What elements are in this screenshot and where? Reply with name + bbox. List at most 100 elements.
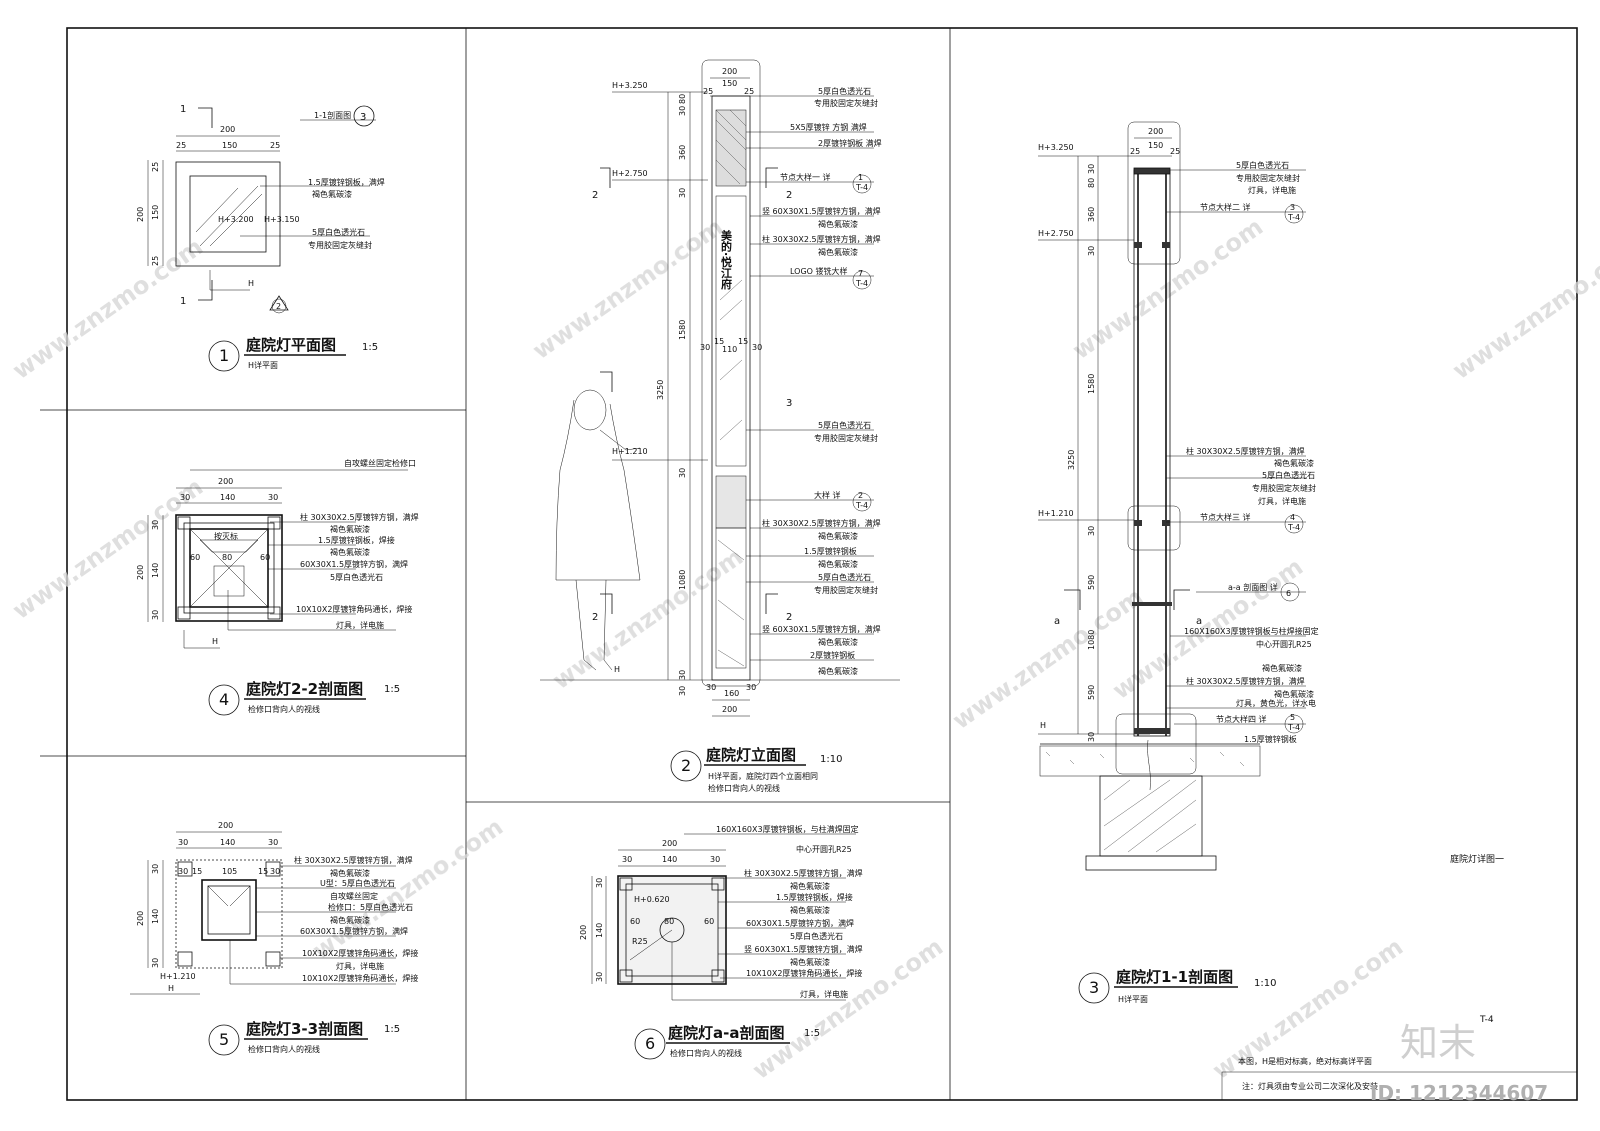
level: H+1.210 [612, 447, 648, 456]
dim: 1080 [1087, 630, 1096, 650]
h-mark: H [212, 637, 218, 646]
callout-stack: 5厚白色透光石 专用胶固定灰缝封 5X5厚镀锌 方钢 满焊 2厚镀锌钢板 满焊 … [746, 86, 882, 676]
callout: 5厚白色透光石 [818, 420, 871, 430]
section-1-1: 200 150 25 25 H+3.250 H+2.750 H+1.210 H … [1038, 121, 1319, 1004]
callout: 1.5厚镀锌钢板，满焊 [308, 177, 385, 187]
callout: 灯具，黄色光，详水电 [1236, 698, 1316, 708]
dim: 200 [218, 821, 233, 830]
inner-label: 按灭标 [214, 531, 238, 541]
ref-num: T-4 [855, 183, 868, 192]
callout: 10X10X2厚镀锌角码通长，焊接 [746, 968, 862, 978]
callout: 60X30X1.5厚镀锌方钢，满焊 [746, 918, 854, 928]
callout: 褐色氟碳漆 [818, 247, 858, 257]
dim: 30 [180, 493, 190, 502]
callout-stack: 5厚白色透光石 专用胶固定灰缝封 灯具，详电施 节点大样二 详 3 T-4 柱 … [1166, 160, 1319, 744]
dim: 200 [136, 911, 145, 926]
callout: 柱 30X30X2.5厚镀锌方钢，满焊 [1186, 446, 1305, 456]
dim: 30 [746, 683, 756, 692]
dim: 15 [258, 867, 268, 876]
ref-num: T-4 [1287, 213, 1300, 222]
subtitle: H详平面 [1118, 994, 1148, 1004]
title-num: 6 [645, 1034, 655, 1053]
dim: 30 [151, 864, 160, 874]
dim: 15 [714, 337, 724, 346]
level: H+3.200 [218, 215, 254, 224]
id-label: ID: 1212344607 [1370, 1081, 1548, 1105]
callout: 5厚白色透光石 [790, 931, 843, 941]
callout: 中心开圆孔R25 [796, 844, 852, 854]
callout: 节点大样二 详 [1200, 202, 1251, 212]
callout: U型：5厚白色透光石 [320, 878, 395, 888]
dim: 30 [178, 838, 188, 847]
callout: 专用胶固定灰缝封 [814, 98, 878, 108]
callout: 5厚白色透光石 [1236, 160, 1289, 170]
subtitle: 检修口背向人的视线 [248, 704, 320, 714]
callout-stack: 柱 30X30X2.5厚镀锌方钢，满焊 褐色氟碳漆 U型：5厚白色透光石 自攻螺… [229, 855, 418, 985]
dim: 160 [724, 689, 739, 698]
elevation-view: 200 150 25 25 H+3.250 H+2.750 H+1.210 H … [540, 59, 900, 793]
watermark: www.znzmo.com [1067, 213, 1268, 365]
callout-stack: 柱 30X30X2.5厚镀锌方钢，满焊 褐色氟碳漆 1.5厚镀锌钢板，焊接 褐色… [227, 512, 419, 631]
watermark: www.znzmo.com [307, 813, 508, 965]
dim: 200 [722, 67, 737, 76]
plan-view: 1 1 1-1剖面图 3 200 25 150 25 200 25 150 25… [136, 104, 385, 372]
scale: 1:10 [820, 754, 842, 765]
dim: 200 [220, 125, 235, 134]
level: H+0.620 [634, 895, 670, 904]
dim: 150 [722, 79, 737, 88]
dim: 200 [722, 705, 737, 714]
cut-mark: a [1054, 616, 1060, 627]
dim: 80 [678, 94, 687, 104]
callout: 检修口：5厚白色透光石 [328, 902, 413, 912]
dim: 30 [710, 855, 720, 864]
watermark: www.znzmo.com [527, 213, 728, 365]
dim: 30 [268, 493, 278, 502]
callout-stack: 柱 30X30X2.5厚镀锌方钢，满焊 褐色氟碳漆 1.5厚镀锌钢板，焊接 褐色… [671, 868, 863, 1001]
dim: 60 [630, 917, 640, 926]
dim: 30 [700, 343, 710, 352]
dim: 30 [270, 867, 280, 876]
cut-mark: 2 [592, 190, 598, 201]
cut-mark: 2 [786, 612, 792, 623]
callout: 灯具，详电施 [1248, 185, 1296, 195]
dim: 200 [662, 839, 677, 848]
human-figure [555, 389, 641, 671]
section-title: 庭院灯2-2剖面图 [246, 680, 363, 698]
plan-inner [189, 175, 267, 253]
subtitle: 检修口背向人的视线 [708, 783, 780, 793]
dim: 360 [1087, 207, 1096, 222]
callout: 灯具，详电施 [1258, 496, 1306, 506]
dim: 80 [664, 917, 674, 926]
callout: 专用胶固定灰缝封 [1236, 173, 1300, 183]
callout: 大样 详 [814, 490, 841, 500]
note: 注：灯具须由专业公司二次深化及安装 [1242, 1081, 1378, 1091]
callout: 褐色氟碳漆 [818, 637, 858, 647]
dim: 150 [222, 141, 237, 150]
callout: 10X10X2厚镀锌角码通长，焊接 [302, 973, 418, 983]
dim: 30 [1087, 526, 1096, 536]
callout: 竖 60X30X1.5厚镀锌方钢，满焊 [744, 944, 863, 954]
dim: 25 [744, 87, 754, 96]
dim: 200 [136, 207, 145, 222]
dim: 25 [1170, 147, 1180, 156]
watermark: www.znzmo.com [7, 233, 208, 385]
subtitle: H详平面 [248, 360, 278, 370]
callout: 褐色氟碳漆 [790, 881, 830, 891]
callout: 中心开圆孔R25 [1256, 639, 1312, 649]
dim: 25 [176, 141, 186, 150]
dim: 25 [151, 162, 160, 172]
dim: 30 [678, 188, 687, 198]
dim: 60 [260, 553, 270, 562]
callout: 160X160X3厚镀锌钢板与柱焊接固定 [1184, 626, 1319, 636]
level: H [1040, 721, 1046, 730]
dim: 1580 [678, 320, 687, 340]
watermark: www.znzmo.com [547, 543, 748, 695]
scale: 1:5 [362, 342, 378, 353]
section-title: 庭院灯1-1剖面图 [1116, 968, 1233, 986]
callout: 柱 30X30X2.5厚镀锌方钢，满焊 [300, 512, 419, 522]
callout: 1.5厚镀锌钢板，焊接 [318, 535, 395, 545]
callout: 竖 60X30X1.5厚镀锌方钢，满焊 [762, 206, 881, 216]
callout: 柱 30X30X2.5厚镀锌方钢，满焊 [744, 868, 863, 878]
ref-num: 3 [360, 112, 366, 123]
